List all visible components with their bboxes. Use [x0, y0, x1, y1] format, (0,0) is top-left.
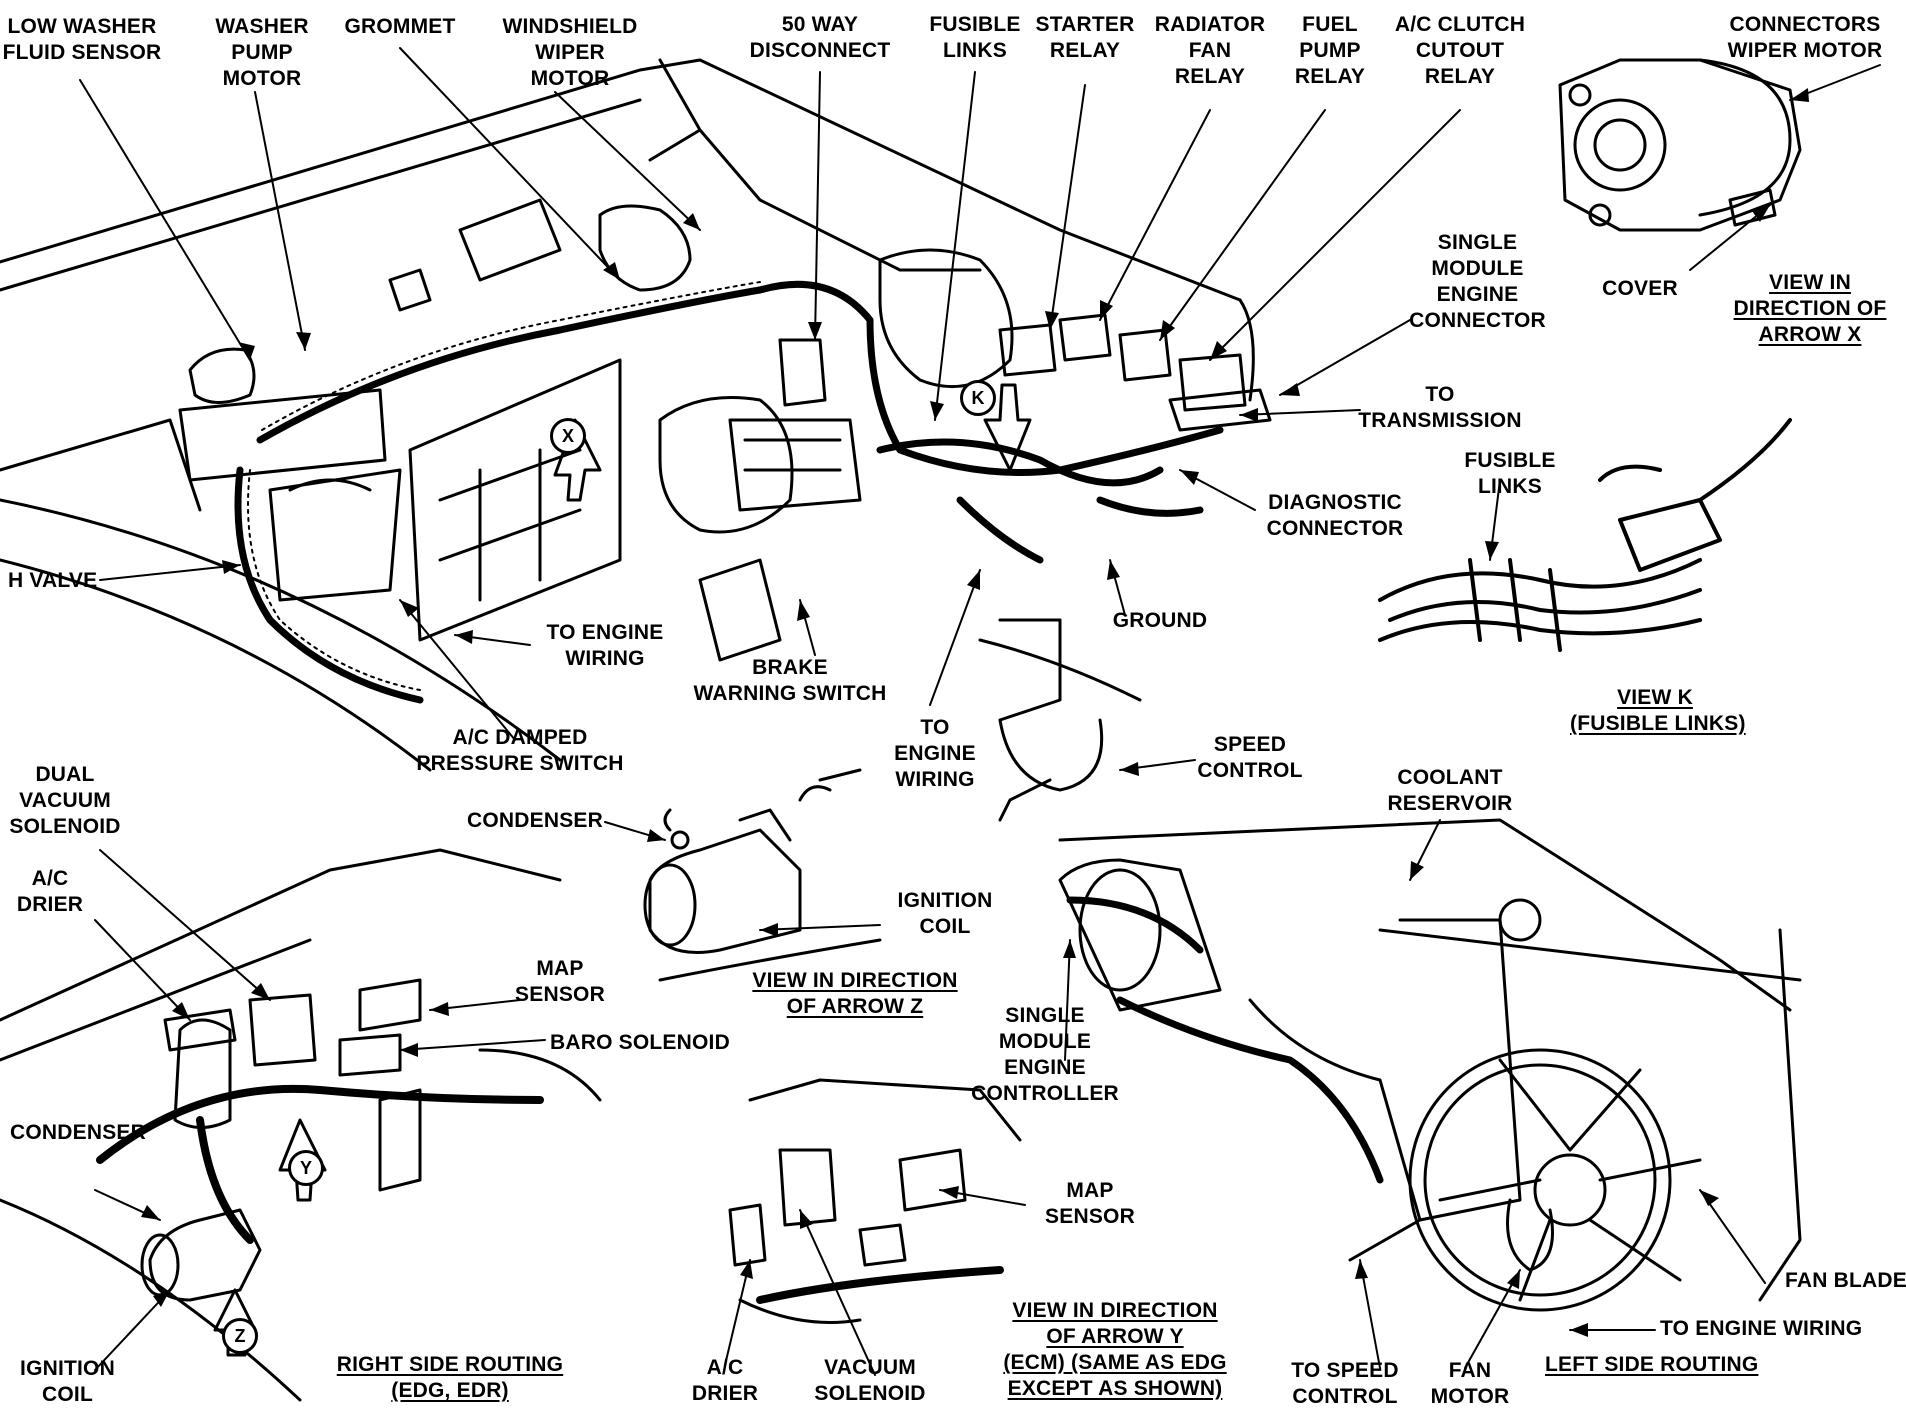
coolant-reservoir-label: COOLANT RESERVOIR [1387, 766, 1513, 815]
washer-pump-motor-label: WASHER PUMP MOTOR [215, 15, 309, 90]
right-side-routing-label: RIGHT SIDE ROUTING (EDG, EDR) [336, 1353, 564, 1402]
main-engine-bay [0, 58, 1272, 822]
speed-control-label: SPEED CONTROL [1197, 733, 1303, 782]
disconnect-50-way-label: 50 WAY DISCONNECT [749, 13, 891, 62]
left-side-inset [1058, 818, 1802, 1312]
ac-damped-pressure-switch-label: A/C DAMPED PRESSURE SWITCH [416, 726, 624, 775]
condenser-left-label: CONDENSER [10, 1121, 146, 1144]
map-sensor-center-label: MAP SENSOR [1045, 1179, 1135, 1228]
arrow-k-tag: K [960, 380, 996, 416]
fan-blade-label: FAN BLADE [1785, 1269, 1906, 1292]
wiper-motor-inset [1558, 58, 1802, 232]
arrow-x-tag: X [550, 418, 586, 454]
fuel-pump-relay-label: FUEL PUMP RELAY [1294, 13, 1366, 88]
main-harness [234, 280, 1224, 704]
arrow-z-tag: Z [222, 1318, 258, 1354]
arrow-y-inset [728, 1078, 1022, 1324]
to-speed-control-label: TO SPEED CONTROL [1291, 1359, 1399, 1408]
diagnostic-connector-label: DIAGNOSTIC CONNECTOR [1266, 491, 1404, 540]
to-engine-wiring-center-label: TO ENGINE WIRING [894, 716, 976, 791]
right-side-inset [0, 848, 602, 1402]
cover-label: COVER [1602, 277, 1678, 300]
dual-vacuum-solenoid-label: DUAL VACUUM SOLENOID [9, 763, 121, 838]
arrow-z-inset [643, 768, 882, 982]
ignition-coil-left-label: IGNITION COIL [20, 1357, 115, 1406]
brake-warning-switch-label: BRAKE WARNING SWITCH [693, 656, 887, 705]
arrowheads [141, 88, 1809, 1337]
view-direction-arrow-y-label: VIEW IN DIRECTION OF ARROW Y (ECM) (SAME… [1003, 1299, 1227, 1400]
radiator-fan-relay-label: RADIATOR FAN RELAY [1154, 13, 1266, 88]
ground-label: GROUND [1112, 609, 1208, 632]
fusible-links-view-k-label: FUSIBLE LINKS [1464, 449, 1556, 498]
fan-motor-label: FAN MOTOR [1430, 1359, 1510, 1408]
h-valve-label: H VALVE [8, 569, 98, 592]
leader-lines [79, 47, 1881, 1376]
view-k-label: VIEW K (FUSIBLE LINKS) [1570, 686, 1746, 735]
to-transmission-label: TO TRANSMISSION [1358, 383, 1522, 432]
connectors-wiper-motor-label: CONNECTORS WIPER MOTOR [1727, 13, 1883, 62]
ac-drier-left-label: A/C DRIER [16, 867, 84, 916]
starter-relay-label: STARTER RELAY [1035, 13, 1135, 62]
condenser-top-label: CONDENSER [467, 809, 603, 832]
single-module-engine-connector-label: SINGLE MODULE ENGINE CONNECTOR [1409, 231, 1546, 332]
ac-drier-bottom-label: A/C DRIER [691, 1356, 759, 1405]
fusible-links-top-label: FUSIBLE LINKS [929, 13, 1021, 62]
ac-clutch-cutout-relay-label: A/C CLUTCH CUTOUT RELAY [1394, 13, 1526, 88]
low-washer-fluid-sensor-label: LOW WASHER FLUID SENSOR [2, 15, 162, 64]
grommet-label: GROMMET [344, 15, 456, 38]
single-module-engine-controller-label: SINGLE MODULE ENGINE CONTROLLER [971, 1004, 1119, 1105]
fusible-links-inset [1378, 418, 1792, 652]
to-engine-wiring-left-label: TO ENGINE WIRING [546, 621, 664, 670]
left-side-routing-label: LEFT SIDE ROUTING [1545, 1353, 1759, 1376]
view-direction-arrow-z-label: VIEW IN DIRECTION OF ARROW Z [752, 969, 958, 1018]
baro-solenoid-label: BARO SOLENOID [550, 1031, 730, 1054]
arrow-y-tag: Y [288, 1150, 324, 1186]
map-sensor-left-label: MAP SENSOR [515, 957, 605, 1006]
to-engine-wiring-right-label: TO ENGINE WIRING [1660, 1317, 1863, 1340]
vacuum-solenoid-label: VACUUM SOLENOID [814, 1356, 926, 1405]
ignition-coil-center-label: IGNITION COIL [897, 889, 993, 938]
view-direction-arrow-x-label: VIEW IN DIRECTION OF ARROW X [1733, 271, 1887, 346]
windshield-wiper-motor-label: WINDSHIELD WIPER MOTOR [502, 15, 638, 90]
